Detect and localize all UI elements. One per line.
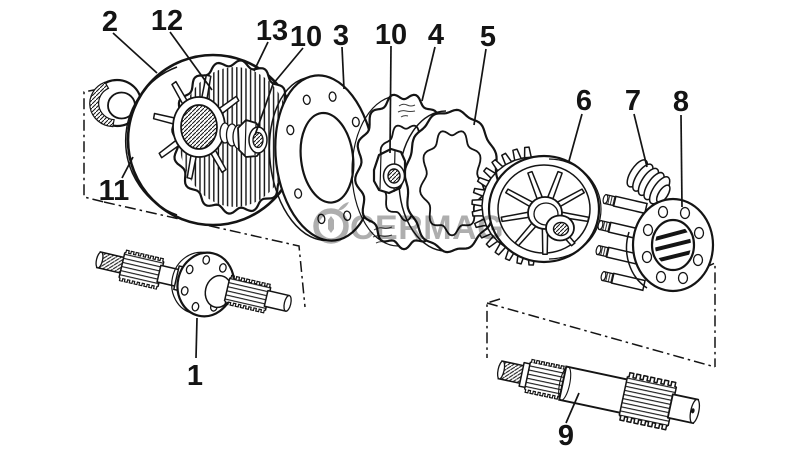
gear-teeth-band	[471, 146, 536, 266]
wheel-stud	[601, 192, 648, 215]
body-shading	[558, 366, 572, 401]
callout-label: 8	[673, 86, 689, 118]
callout-4: 4	[421, 19, 444, 102]
shaft-end	[496, 360, 506, 380]
part-9-pinion-shaft	[496, 358, 701, 431]
shaft-body	[558, 365, 632, 415]
hub-splined-bore	[180, 104, 218, 150]
callout-1: 1	[187, 317, 203, 392]
callout-label: 11	[99, 175, 130, 207]
stamp-marks	[372, 226, 393, 244]
bracket-shaft9-right	[703, 261, 716, 367]
stamp-marks	[397, 103, 416, 118]
plate-edge-arc	[268, 76, 330, 242]
tip-center-hole	[690, 408, 695, 414]
disc-inner-wavy	[419, 130, 485, 237]
watermark-logo-icon	[338, 202, 349, 210]
splined-section	[118, 252, 164, 287]
callout-label: 5	[480, 21, 496, 53]
callout-9: 9	[558, 392, 580, 450]
bracket-shaft9-left	[486, 298, 501, 358]
flange-thickness-arc	[625, 231, 648, 289]
splined-section	[224, 277, 271, 311]
spline-teeth	[530, 358, 570, 371]
callout-2: 2	[102, 6, 158, 74]
hub-splined-bore	[552, 221, 570, 237]
watermark-logo-icon	[328, 216, 334, 233]
disc-edge-arc	[351, 95, 399, 247]
axis-line-shaft1	[103, 201, 306, 308]
spline-teeth	[524, 388, 564, 401]
tip-end	[283, 294, 292, 312]
gear-teeth	[627, 371, 677, 388]
callout-5: 5	[473, 21, 496, 126]
part-11-seal-ring	[89, 78, 143, 128]
flange-bolt-holes	[641, 205, 705, 285]
seal-hatched-wall	[89, 81, 115, 128]
part-12-spoked-hub	[152, 74, 246, 180]
spline-teeth	[124, 249, 165, 263]
callout-label: 13	[256, 15, 288, 47]
nut-bore	[252, 131, 264, 149]
bore-splines	[655, 227, 691, 263]
part-6-gear-wheel	[471, 146, 602, 266]
part-1-flanged-shaft	[95, 249, 292, 318]
spline-teeth	[224, 300, 266, 314]
callout-3: 3	[333, 20, 349, 90]
tip-end	[689, 398, 701, 424]
callout-10b: 10	[375, 19, 407, 154]
shaft-end	[95, 251, 104, 269]
callouts: 2 12 13 10 3 10 4 5 6 7 8 11 1 9	[99, 5, 689, 450]
callout-13: 13	[253, 15, 288, 72]
callout-10a: 10	[254, 21, 322, 136]
watermark: CERMAG	[313, 202, 504, 247]
callout-label: 3	[333, 20, 349, 52]
gear-teeth	[619, 414, 669, 431]
nut-bore	[387, 168, 401, 184]
callout-label: 2	[102, 6, 118, 38]
callout-label: 6	[576, 85, 592, 117]
spline-teeth	[118, 277, 159, 290]
callout-label: 10	[290, 21, 322, 53]
callout-label: 9	[558, 420, 574, 450]
callout-label: 7	[625, 85, 641, 117]
callout-label: 1	[187, 360, 203, 392]
flange-edge-arc	[171, 251, 207, 314]
callout-label: 12	[151, 5, 183, 37]
spline-teeth	[229, 274, 271, 288]
callout-6: 6	[568, 85, 592, 162]
part-8-stud-hub	[594, 192, 715, 293]
callout-12: 12	[151, 5, 213, 91]
bracket-seal	[83, 88, 105, 203]
axis-line-shaft9	[486, 302, 716, 368]
part-7-coil-spring	[626, 159, 671, 205]
callout-7: 7	[625, 85, 648, 168]
callout-11: 11	[99, 156, 134, 207]
callout-label: 4	[428, 19, 444, 51]
watermark-text: CERMAG	[350, 209, 504, 247]
drum-rim-arc	[124, 66, 178, 216]
part-10-lock-nut	[372, 147, 407, 195]
watermark-logo-icon	[313, 208, 349, 244]
callout-label: 10	[375, 19, 407, 51]
callout-8: 8	[673, 86, 689, 208]
rim-face-arc	[548, 158, 602, 260]
gear-section	[619, 376, 677, 426]
